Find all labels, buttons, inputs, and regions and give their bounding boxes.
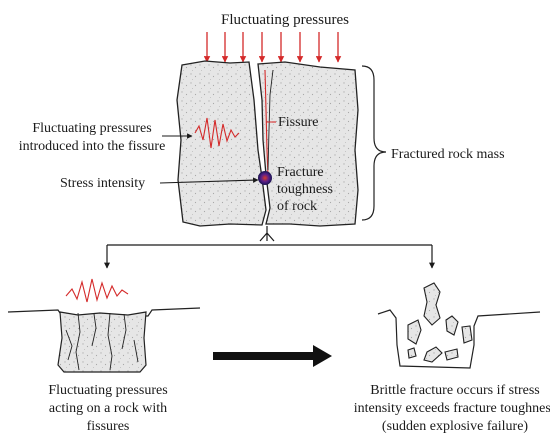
fluctuating-pressures-title: Fluctuating pressures xyxy=(221,12,349,28)
introduced-label-line2: introduced into the fissure xyxy=(19,139,166,154)
bottom-right-line1: Brittle fracture occurs if stress xyxy=(370,383,540,398)
fracture-toughness-line2: toughness xyxy=(277,182,333,197)
pressure-arrows xyxy=(203,32,342,63)
rock-with-fissures xyxy=(57,311,147,373)
stress-intensity-label: Stress intensity xyxy=(60,176,145,191)
bottom-left-line3: fissures xyxy=(87,419,130,434)
fracture-toughness-line3: of rock xyxy=(277,199,317,214)
fissure-line xyxy=(264,69,269,176)
branch-connector xyxy=(104,226,435,269)
rock-fragments xyxy=(407,282,473,363)
bottom-left-line2: acting on a rock with xyxy=(49,401,167,416)
pressure-wave-top xyxy=(194,117,240,149)
process-arrow xyxy=(213,345,332,367)
crater-ground xyxy=(377,309,541,369)
introduced-label-line1: Fluctuating pressures xyxy=(32,121,151,136)
rock-block-left xyxy=(176,60,267,227)
rock-fissures xyxy=(65,312,139,371)
bottom-right-line2: intensity exceeds fracture toughness xyxy=(354,401,550,416)
pressure-wave-bottom xyxy=(65,278,129,303)
bottom-right-line3: (sudden explosive failure) xyxy=(382,419,529,434)
fracture-toughness-line1: Fracture xyxy=(277,165,324,180)
stress-intensity-leader xyxy=(159,177,259,184)
rock-block-right xyxy=(257,61,359,227)
crack-tip-icon xyxy=(258,171,272,185)
fractured-rock-mass-label: Fractured rock mass xyxy=(391,147,505,162)
fissure-label: Fissure xyxy=(278,115,318,130)
bottom-left-line1: Fluctuating pressures xyxy=(48,383,167,398)
rock-mass-brace xyxy=(361,65,387,221)
